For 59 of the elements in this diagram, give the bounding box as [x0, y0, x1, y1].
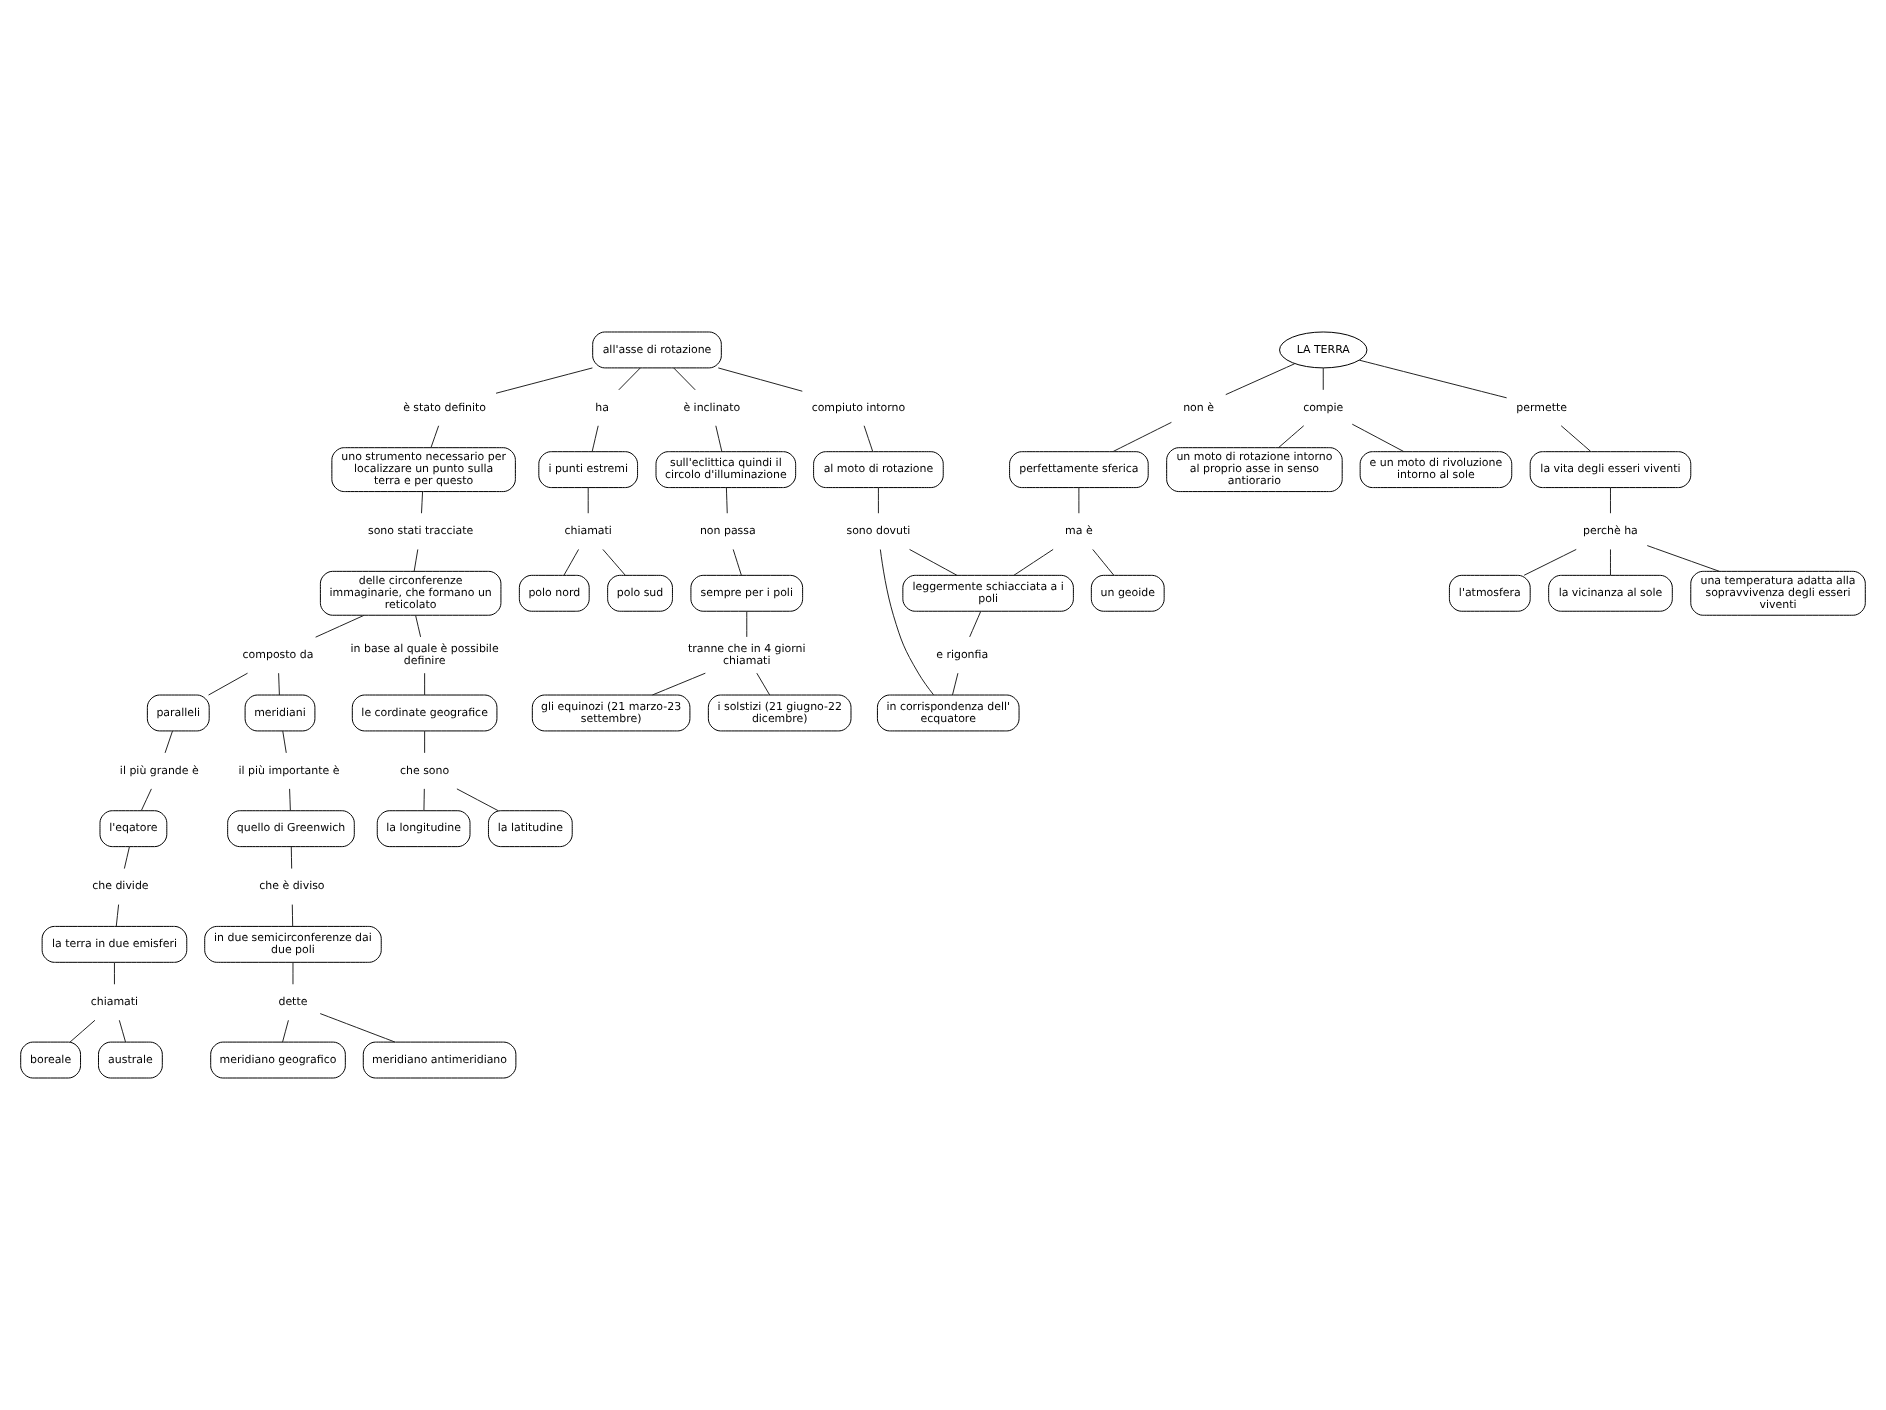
connector: [495, 367, 593, 394]
connector: [618, 367, 641, 391]
connector: [602, 548, 626, 576]
connector: [413, 548, 419, 572]
connector: [282, 730, 287, 754]
connector: [651, 672, 706, 696]
connector: [289, 788, 291, 812]
connector: [1278, 425, 1305, 449]
connector: [1560, 425, 1592, 452]
connector: [423, 788, 425, 812]
connector: [1092, 548, 1115, 576]
connector: [69, 1019, 96, 1043]
connector: [1013, 548, 1054, 576]
connector: [292, 961, 294, 985]
connector: [1322, 367, 1324, 391]
connector: [591, 425, 599, 452]
connector: [315, 614, 365, 638]
connector: [140, 788, 152, 812]
connector: [746, 610, 748, 638]
connector: [969, 610, 982, 638]
connector: [319, 1013, 396, 1043]
connector: [1351, 423, 1405, 453]
connector: [673, 367, 696, 391]
connector: [430, 425, 440, 449]
connector: [1225, 363, 1296, 396]
connector: [421, 491, 424, 514]
connector: [123, 846, 130, 870]
connector: [879, 549, 935, 696]
connector: [424, 730, 426, 754]
connector: [1610, 487, 1611, 514]
connector: [1610, 548, 1611, 576]
connector: [715, 425, 723, 452]
connector: [164, 730, 173, 754]
connector: [282, 1019, 289, 1043]
connector: [290, 846, 293, 870]
connector: [1112, 421, 1172, 452]
connector: [1358, 359, 1508, 399]
connector: [115, 904, 120, 927]
connector: [863, 425, 874, 452]
connector: [424, 672, 426, 696]
connector: [756, 672, 771, 696]
connector: [1523, 548, 1577, 576]
connector: [587, 487, 589, 514]
connector: [909, 548, 958, 576]
connector: [456, 788, 499, 812]
connector: [1078, 487, 1080, 514]
connector: [1646, 545, 1720, 572]
connector: [725, 487, 728, 514]
connector: [291, 904, 294, 927]
connector: [732, 548, 742, 576]
connector: [415, 615, 422, 638]
connector: [717, 367, 803, 392]
connector: [278, 672, 280, 696]
connector: [208, 672, 249, 696]
connector: [951, 672, 959, 696]
connector: [563, 548, 580, 576]
connector: [118, 1019, 127, 1043]
connector: [113, 961, 115, 985]
connector: [877, 487, 879, 514]
